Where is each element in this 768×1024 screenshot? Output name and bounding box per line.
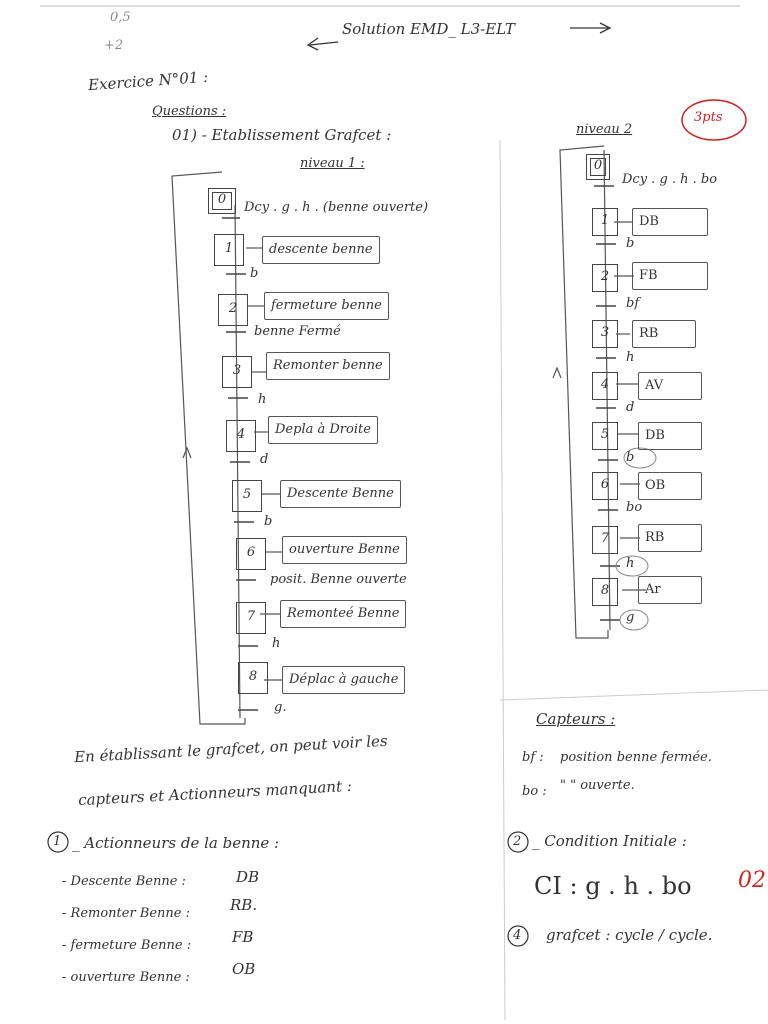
sensor-code: bo : (522, 784, 547, 799)
level1-step: 7 (236, 602, 266, 634)
level1-action: Déplac à gauche (282, 666, 406, 694)
level2-action: Ar (638, 576, 702, 604)
level1-action: Remonter benne (266, 352, 390, 380)
level2-step: 8 (592, 578, 618, 606)
level2-action: DB (638, 422, 702, 450)
step-number: 4 (600, 377, 610, 392)
actuator-label: - Descente Benne : (62, 874, 186, 889)
level1-transition: b (250, 266, 259, 281)
level1-transition: h (258, 392, 267, 407)
level1-transition: h (272, 636, 281, 651)
level1-action: Depla à Droite (268, 416, 378, 444)
level1-transition: benne Fermé (254, 324, 341, 339)
level2-action: AV (638, 372, 702, 400)
level2-step: 1 (592, 208, 618, 236)
level2-step: 5 (592, 422, 618, 450)
level2-step: 2 (592, 264, 618, 292)
questions-label: Questions : (152, 104, 227, 119)
step-number: 1 (224, 241, 234, 256)
level1-initial-step: 0 (208, 188, 236, 214)
sensors-title: Capteurs : (536, 710, 616, 728)
level2-initial-step: 0 (586, 154, 610, 180)
level2-transition: d (626, 400, 635, 415)
step-number: 5 (600, 427, 610, 442)
step-number: 2 (228, 301, 238, 316)
level1-step: 3 (222, 356, 252, 388)
actuators-question: _ Actionneurs de la benne : (72, 834, 280, 852)
level2-transition: bo (626, 500, 643, 515)
level2-action: OB (638, 472, 702, 500)
level2-step: 7 (592, 526, 618, 554)
sensor-text: position benne fermée. (560, 750, 712, 765)
level2-step: 6 (592, 472, 618, 500)
grafcet-number: 4 (513, 928, 522, 943)
level1-action: fermeture benne (264, 292, 389, 320)
level2-action: FB (632, 262, 708, 290)
level1-action: descente benne (262, 236, 380, 264)
actuator-code: OB (232, 960, 256, 978)
step-number: 2 (600, 269, 610, 284)
level1-action: ouverture Benne (282, 536, 407, 564)
level2-action: RB (632, 320, 696, 348)
margin-note-score: 0,5 (110, 10, 131, 25)
level1-step: 6 (236, 538, 266, 570)
step-number: 6 (246, 545, 256, 560)
sensor-code: bf : (522, 750, 544, 765)
step-number: 3 (600, 325, 610, 340)
level2-transition: b (626, 236, 635, 251)
level1-transition: d (260, 452, 269, 467)
level1-step: 5 (232, 480, 262, 512)
level1-action: Remonteé Benne (280, 600, 407, 628)
level2-action: DB (632, 208, 708, 236)
actuator-code: DB (236, 868, 260, 886)
initial-condition: CI : g . h . bo (534, 872, 692, 900)
step-number: 8 (600, 583, 610, 598)
step-number: 5 (242, 487, 252, 502)
level1-label: niveau 1 : (300, 156, 365, 171)
level1-transition: g. (274, 700, 287, 715)
level2-score: 3pts (694, 110, 723, 125)
level2-transition: h (626, 350, 635, 365)
initial-score: 02 (738, 868, 766, 893)
level2-transition: b (626, 450, 635, 465)
level2-action: RB (638, 524, 702, 552)
level1-step: 8 (238, 662, 268, 694)
level2-label: niveau 2 (576, 122, 633, 137)
level1-action: Descente Benne (280, 480, 401, 508)
level1-step: 1 (214, 234, 244, 266)
level2-step: 4 (592, 372, 618, 400)
step-number: 3 (232, 363, 242, 378)
actuator-label: - fermeture Benne : (62, 938, 192, 953)
level2-transition: g (626, 610, 635, 625)
step-number: 1 (600, 213, 610, 228)
actuator-code: FB (232, 928, 254, 946)
actuator-code: RB. (230, 896, 258, 914)
grafcet-answer: grafcet : cycle / cycle. (546, 926, 713, 944)
actuator-label: - Remonter Benne : (62, 906, 190, 921)
level1-initial-condition: Dcy . g . h . (benne ouverte) (244, 200, 429, 215)
initial-question: _ Condition Initiale : (532, 832, 687, 850)
level1-transition: b (264, 514, 273, 529)
level2-initial-condition: Dcy . g . h . bo (622, 172, 718, 187)
actuator-label: - ouverture Benne : (62, 970, 190, 985)
step-number: 6 (600, 477, 610, 492)
margin-note-plus: +2 (104, 38, 124, 53)
actuators-number: 1 (53, 834, 62, 849)
step-number: 4 (236, 427, 246, 442)
level1-transition: posit. Benne ouverte (270, 572, 407, 587)
page-title: Solution EMD_ L3-ELT (342, 20, 515, 38)
question-1: 01) - Etablissement Grafcet : (172, 126, 392, 144)
step-number: 7 (600, 531, 610, 546)
step-number: 8 (248, 669, 258, 684)
step-number: 7 (246, 609, 256, 624)
level2-transition: h (626, 556, 635, 571)
level2-step: 3 (592, 320, 618, 348)
initial-number: 2 (513, 834, 522, 849)
level1-step: 2 (218, 294, 248, 326)
sensor-text: " " ouverte. (560, 778, 635, 793)
level2-transition: bf (626, 296, 640, 311)
level1-step: 4 (226, 420, 256, 452)
